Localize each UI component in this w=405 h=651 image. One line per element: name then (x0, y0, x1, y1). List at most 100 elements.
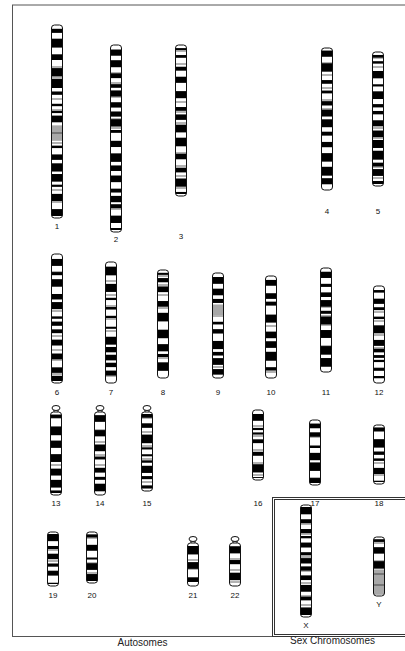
dark-band (52, 322, 63, 326)
dark-band (373, 131, 384, 138)
band-line (48, 538, 59, 539)
band-line (158, 308, 169, 309)
chromosome-number: 12 (375, 388, 384, 397)
dark-band (111, 111, 122, 116)
dark-band (253, 414, 264, 421)
dark-band (52, 174, 63, 182)
dark-band (266, 352, 277, 361)
chromosome-number: 7 (109, 388, 113, 397)
chromosome-number: 5 (376, 207, 380, 216)
autosomes-panel: Autosomes (12, 5, 272, 637)
band-line (142, 459, 153, 460)
dark-band (374, 452, 385, 455)
band-line (322, 75, 333, 76)
dark-band (142, 466, 153, 473)
band-line (321, 295, 332, 296)
band-line (106, 331, 117, 332)
chromosome-ideogram (48, 532, 59, 586)
band-line (374, 574, 385, 575)
band-line (52, 58, 63, 59)
dark-band (374, 427, 385, 431)
band-line (176, 78, 187, 79)
band-line (95, 479, 106, 480)
band-ground (230, 543, 241, 586)
band-line (106, 268, 117, 269)
dark-band (310, 446, 321, 448)
dark-band (373, 163, 384, 167)
band-line (374, 475, 385, 476)
dark-band (52, 194, 63, 201)
band-line (321, 336, 332, 337)
band-line (321, 285, 332, 286)
band-line (111, 51, 122, 52)
dark-band (301, 597, 312, 601)
dark-band (266, 332, 277, 339)
dark-band (51, 480, 62, 488)
band-line (52, 31, 63, 32)
dark-band (111, 204, 122, 208)
dark-band (176, 192, 187, 194)
dark-band (176, 125, 187, 133)
band-line (301, 511, 312, 512)
band-line (52, 179, 63, 180)
dark-band (176, 178, 187, 186)
dark-band (106, 267, 117, 276)
dark-band (321, 272, 332, 278)
band-line (374, 552, 385, 553)
dark-band (322, 167, 333, 176)
chromosome-ideogram (374, 286, 385, 383)
band-line (266, 294, 277, 295)
band-ground (158, 270, 169, 378)
chromosome-ideogram (253, 410, 264, 480)
band-line (373, 94, 384, 95)
chromosome-outline (87, 532, 98, 583)
dark-band (301, 507, 312, 514)
chromosome-number: 16 (254, 499, 263, 508)
band-line (52, 190, 63, 191)
band-line (176, 64, 187, 65)
band-line (373, 178, 384, 179)
dark-band (374, 468, 385, 474)
band-line (176, 132, 187, 133)
dark-band (106, 347, 117, 352)
dark-band (176, 48, 187, 50)
dark-band (176, 55, 187, 58)
chromosome-outline (301, 505, 312, 617)
chromosome-ideogram (213, 273, 224, 378)
band-line (321, 325, 332, 326)
band-line (52, 323, 63, 324)
band-line (301, 557, 312, 558)
band-line (266, 317, 277, 318)
band-line (111, 128, 122, 129)
band-line (373, 128, 384, 129)
band-line (301, 546, 312, 547)
band-line (213, 279, 224, 280)
dark-band (374, 376, 385, 378)
dark-band (310, 462, 321, 470)
dark-band (301, 566, 312, 570)
dark-band (374, 290, 385, 292)
band-line (158, 347, 169, 348)
band-line (176, 153, 187, 154)
panel-label: Sex Chromosomes (264, 635, 401, 646)
dark-band (106, 363, 117, 367)
band-ground (374, 537, 385, 596)
dark-band (230, 573, 241, 580)
dark-band (373, 84, 384, 86)
band-line (322, 63, 333, 64)
band-line (111, 209, 122, 210)
chromosome-outline (48, 532, 59, 586)
dark-band (52, 29, 63, 33)
band-ground (213, 273, 224, 378)
band-line (111, 63, 122, 64)
chromosome-number: X (303, 621, 308, 630)
dark-band (322, 153, 333, 162)
band-line (374, 561, 385, 562)
dark-band (106, 337, 117, 345)
dark-band (111, 73, 122, 78)
band-line (213, 367, 224, 368)
band-line (95, 442, 106, 443)
dark-band (87, 563, 98, 570)
